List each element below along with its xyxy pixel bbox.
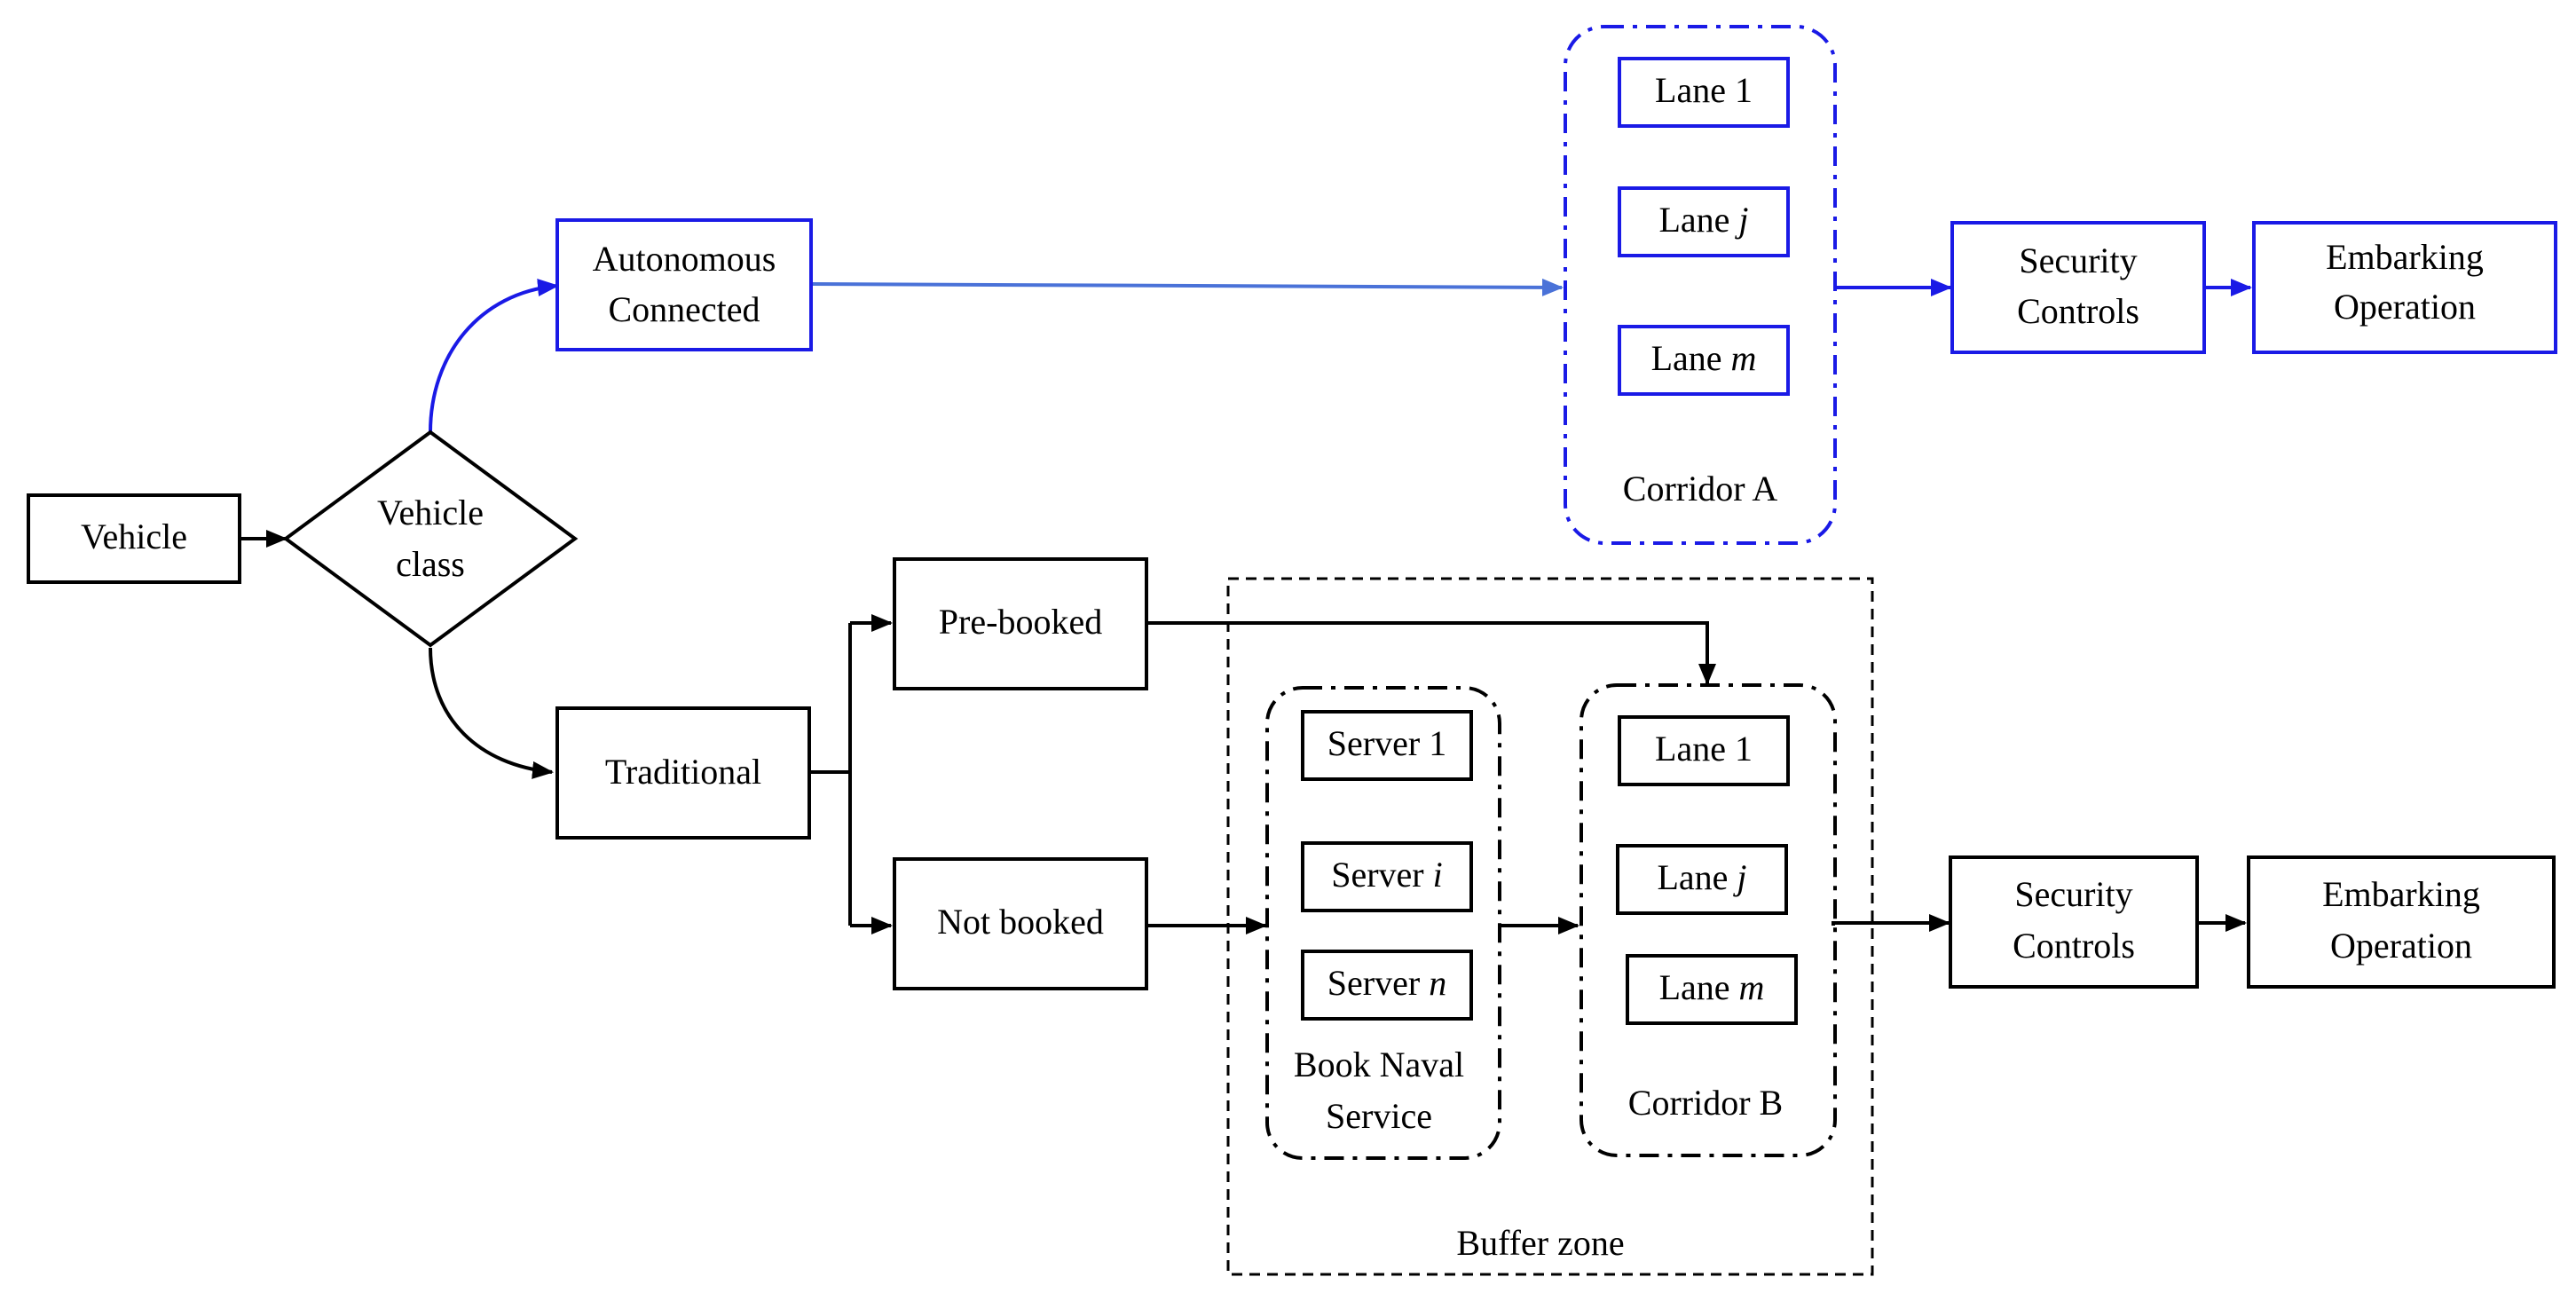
embarking-operation-top: Embarking Operation: [2252, 221, 2557, 354]
corridor-a-lane-j-box: [1618, 186, 1790, 257]
corridor-a-lane-1-box: [1618, 57, 1790, 128]
embarking-top-line-2: Operation: [2334, 287, 2476, 327]
embarking-top-line-1: Embarking: [2326, 237, 2484, 277]
corridor-b-lane-j: Lane j: [1657, 857, 1746, 897]
server-n: Server n: [1327, 963, 1446, 1003]
autonomous-label-line-2: Connected: [608, 289, 760, 329]
server-1: Server 1: [1327, 723, 1446, 763]
book-naval-label-line-2: Service: [1326, 1096, 1432, 1136]
corridor-a-lane-m-box: [1618, 325, 1790, 396]
vehicle-class-decision: Vehicle class: [282, 430, 579, 648]
corridor-b-lane-1-box: [1618, 715, 1790, 786]
security-bottom-line-1: Security: [2014, 874, 2132, 914]
book-naval-service: Server 1 Server i Server n Book Naval Se…: [1265, 686, 1501, 1160]
arrow-autonomous-to-corridor-a: [812, 278, 1564, 296]
corridor-b-lane-m: Lane m: [1659, 967, 1765, 1007]
embarking-bottom-line-1: Embarking: [2322, 874, 2480, 914]
embarking-bottom-line-2: Operation: [2330, 926, 2472, 966]
security-bottom-line-2: Controls: [2013, 926, 2135, 966]
buffer-zone: Buffer zone: [1226, 577, 1874, 1276]
corridor-a-label: Corridor A: [1623, 469, 1778, 509]
buffer-zone-label: Buffer zone: [1456, 1223, 1624, 1263]
autonomous-label-line-1: Autonomous: [593, 239, 776, 279]
arrow-pre-booked-to-corridor-b: [1148, 621, 1716, 685]
security-top-line-1: Security: [2019, 240, 2137, 280]
book-naval-label-line-1: Book Naval: [1294, 1045, 1464, 1084]
arrow-class-to-autonomous: [429, 279, 559, 433]
arrow-corridor-b-to-security: [1832, 914, 1950, 932]
connectors: [241, 278, 2252, 934]
traditional-node: Traditional: [555, 706, 811, 840]
corridor-b-lane-m-box: [1626, 954, 1798, 1025]
autonomous-connected-node: Autonomous Connected: [555, 218, 813, 351]
traditional-label: Traditional: [605, 752, 761, 792]
server-n-box: [1301, 950, 1473, 1021]
corridor-a-lane-j: Lane j: [1658, 200, 1748, 240]
vehicle-node: Vehicle: [27, 493, 241, 584]
server-i: Server i: [1331, 855, 1443, 895]
server-1-box: [1301, 710, 1473, 781]
vehicle-class-line-1: Vehicle: [377, 493, 484, 532]
corridor-b-lane-1: Lane 1: [1655, 729, 1753, 769]
pre-booked-label: Pre-booked: [939, 602, 1102, 642]
corridor-a-lane-m: Lane m: [1651, 338, 1757, 378]
vehicle-class-line-2: class: [396, 544, 465, 584]
security-controls-bottom: Security Controls: [1949, 855, 2199, 989]
arrow-class-to-traditional: [429, 647, 554, 779]
corridor-a: Lane 1 Lane j Lane m Corridor A: [1564, 25, 1837, 545]
security-controls-top: Security Controls: [1950, 221, 2206, 354]
not-booked-label: Not booked: [937, 902, 1104, 942]
corridor-b-lane-j-box: [1616, 844, 1788, 915]
server-i-box: [1301, 841, 1473, 912]
security-top-line-2: Controls: [2017, 291, 2139, 331]
not-booked-node: Not booked: [893, 857, 1148, 990]
corridor-b-label: Corridor B: [1628, 1083, 1783, 1123]
pre-booked-node: Pre-booked: [893, 557, 1148, 690]
corridor-a-lane-1: Lane 1: [1655, 70, 1753, 110]
vehicle-label: Vehicle: [81, 516, 187, 556]
embarking-operation-bottom: Embarking Operation: [2247, 855, 2556, 989]
corridor-b: Lane 1 Lane j Lane m Corridor B: [1579, 683, 1837, 1157]
